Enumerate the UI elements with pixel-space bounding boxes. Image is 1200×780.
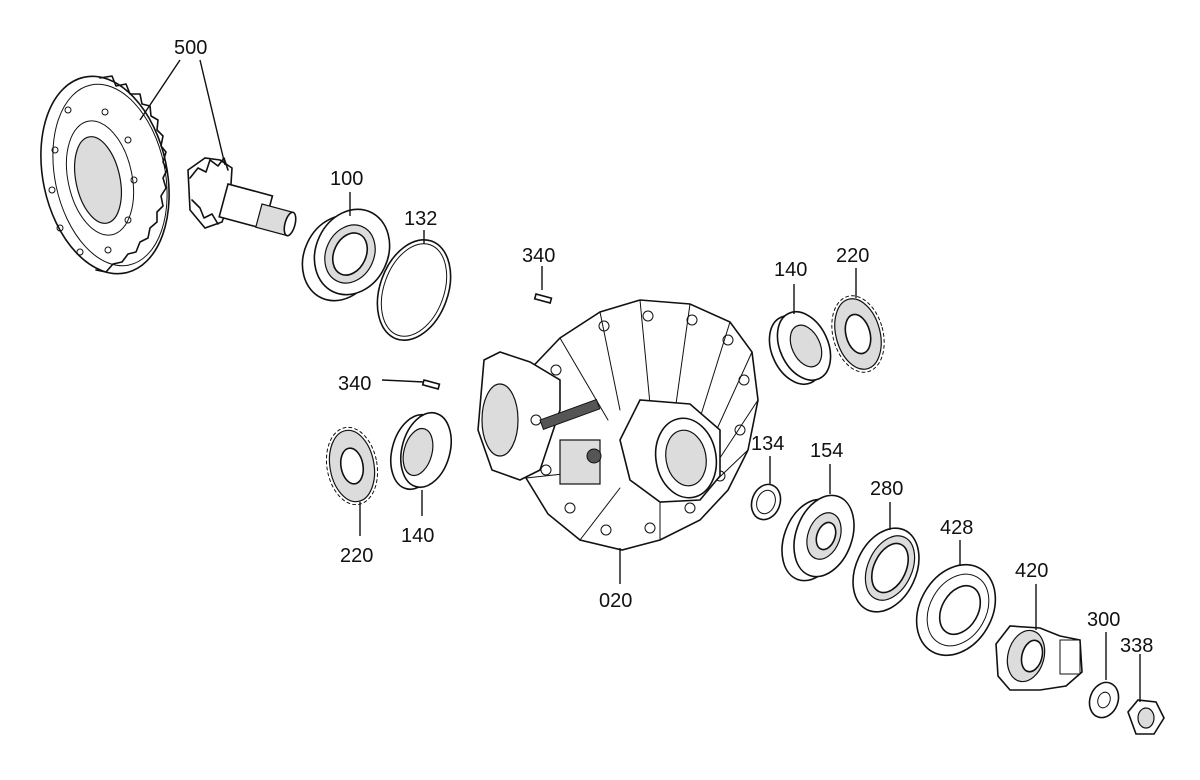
part-300-washer: [1088, 681, 1120, 719]
part-420-flange: [995, 625, 1083, 691]
part-500-pinion: [187, 157, 297, 237]
part-132-ring: [376, 238, 452, 342]
label-280: 280: [870, 478, 903, 500]
part-338-nut: [1127, 699, 1165, 735]
label-100: 100: [330, 168, 363, 190]
label-428: 428: [940, 517, 973, 539]
label-220-right: 220: [836, 245, 869, 267]
label-340-upper: 340: [522, 245, 555, 267]
label-132: 132: [404, 208, 437, 230]
part-154-bearing: [781, 494, 855, 582]
part-220-gear-right: [831, 295, 885, 373]
part-340-pin-lower: [421, 379, 441, 390]
label-140-right: 140: [774, 259, 807, 281]
leader-340-lower: [381, 379, 425, 383]
part-500-crown-wheel: [40, 75, 170, 275]
part-500-leader: [139, 59, 226, 166]
label-020: 020: [599, 590, 632, 612]
label-154: 154: [810, 440, 843, 462]
label-140-left: 140: [401, 525, 434, 547]
part-340-pin-upper: [533, 293, 553, 304]
part-220-gear-left: [325, 426, 379, 506]
label-338: 338: [1120, 635, 1153, 657]
label-500: 500: [174, 37, 207, 59]
label-340-lower: 340: [338, 373, 371, 395]
part-280-seal: [852, 527, 920, 613]
part-100-bearing: [301, 208, 391, 302]
part-428-ring: [915, 563, 997, 657]
part-140-bearing-right: [768, 311, 832, 385]
part-020-housing: [477, 299, 759, 551]
label-220-left: 220: [340, 545, 373, 567]
label-420: 420: [1015, 560, 1048, 582]
part-134-ring: [750, 483, 782, 521]
label-300: 300: [1087, 609, 1120, 631]
label-134: 134: [751, 433, 784, 455]
part-140-bearing-left: [390, 411, 452, 491]
